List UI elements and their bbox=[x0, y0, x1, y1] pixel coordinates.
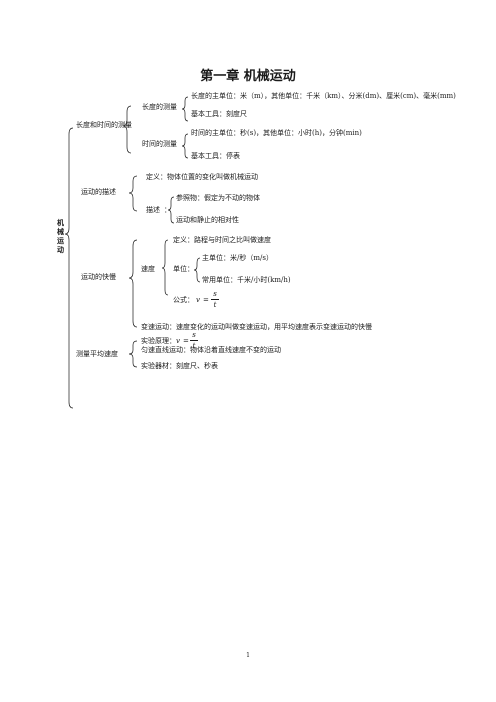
describe-colon: ： bbox=[164, 206, 171, 214]
formula-denominator: t bbox=[213, 301, 217, 309]
time-tool-text: 基本工具：停表 bbox=[191, 152, 240, 160]
brace-sec3 bbox=[128, 239, 138, 328]
brace-sec2 bbox=[128, 175, 138, 212]
formula2-numerator: s bbox=[192, 331, 196, 339]
brace-length bbox=[181, 96, 189, 122]
page-title: 第一章 机械运动 bbox=[200, 69, 296, 84]
uniform-motion-text: 匀速直线运动：物体沿着直线速度不变的运动 bbox=[141, 346, 281, 354]
sec4-label: 测量平均速度 bbox=[76, 350, 118, 358]
formula-v: v bbox=[196, 296, 200, 304]
brace-sec4 bbox=[128, 340, 138, 368]
unit-label: 单位： bbox=[173, 265, 194, 273]
speed-label: 速度 bbox=[141, 265, 155, 273]
motion-definition: 定义：物体位置的变化叫做机械运动 bbox=[146, 173, 258, 181]
length-measure-label: 长度的测量 bbox=[142, 103, 177, 111]
formula2-equals: = bbox=[183, 337, 189, 345]
equipment-text: 实验器材：刻度尺、秒表 bbox=[141, 362, 218, 370]
principle-label: 实验原理： bbox=[141, 337, 176, 345]
time-measure-label: 时间的测量 bbox=[142, 140, 177, 148]
formula-fraction-line bbox=[211, 299, 219, 300]
formula-equals: = bbox=[203, 296, 209, 304]
sec3-label: 运动的快慢 bbox=[81, 273, 116, 281]
variable-motion-text: 变速运动：速度变化的运动叫做变速运动，用平均速度表示变速运动的快慢 bbox=[141, 323, 372, 331]
sec2-label: 运动的描述 bbox=[81, 188, 116, 196]
formula2-fraction-line bbox=[190, 340, 198, 341]
brace-sec1 bbox=[122, 105, 132, 154]
common-unit-text: 常用单位：千米/小时(km/h) bbox=[202, 276, 291, 284]
formula2-denominator: t bbox=[192, 342, 196, 350]
page-number: 1 bbox=[246, 652, 250, 659]
length-tool-text: 基本工具：刻度尺 bbox=[191, 110, 247, 118]
formula-numerator: s bbox=[213, 290, 217, 298]
time-unit-text: 时间的主单位：秒(s)，其他单位：小时(h)，分钟(min) bbox=[191, 129, 362, 137]
main-unit-text: 主单位：米/秒（m/s） bbox=[202, 254, 273, 262]
brace-unit bbox=[193, 257, 201, 283]
speed-definition: 定义：路程与时间之比叫做速度 bbox=[173, 236, 271, 244]
formula-label: 公式： bbox=[173, 296, 194, 304]
brace-describe bbox=[167, 196, 175, 224]
length-unit-text: 长度的主单位：米（m），其他单位：千米（km）、分米(dm)、厘米(cm)、毫米… bbox=[191, 92, 456, 100]
describe-label: 描述 bbox=[146, 206, 160, 214]
reference-text: 参照物：假定为不动的物体 bbox=[176, 194, 260, 202]
sec1-label: 长度和时间的测量 bbox=[76, 121, 132, 129]
root-label: 机械运动 bbox=[57, 218, 64, 254]
brace-time bbox=[181, 133, 189, 159]
brace-speed bbox=[161, 239, 169, 296]
brace-root bbox=[64, 127, 74, 409]
formula2-v: v bbox=[176, 337, 180, 345]
relativity-text: 运动和静止的相对性 bbox=[176, 216, 239, 224]
